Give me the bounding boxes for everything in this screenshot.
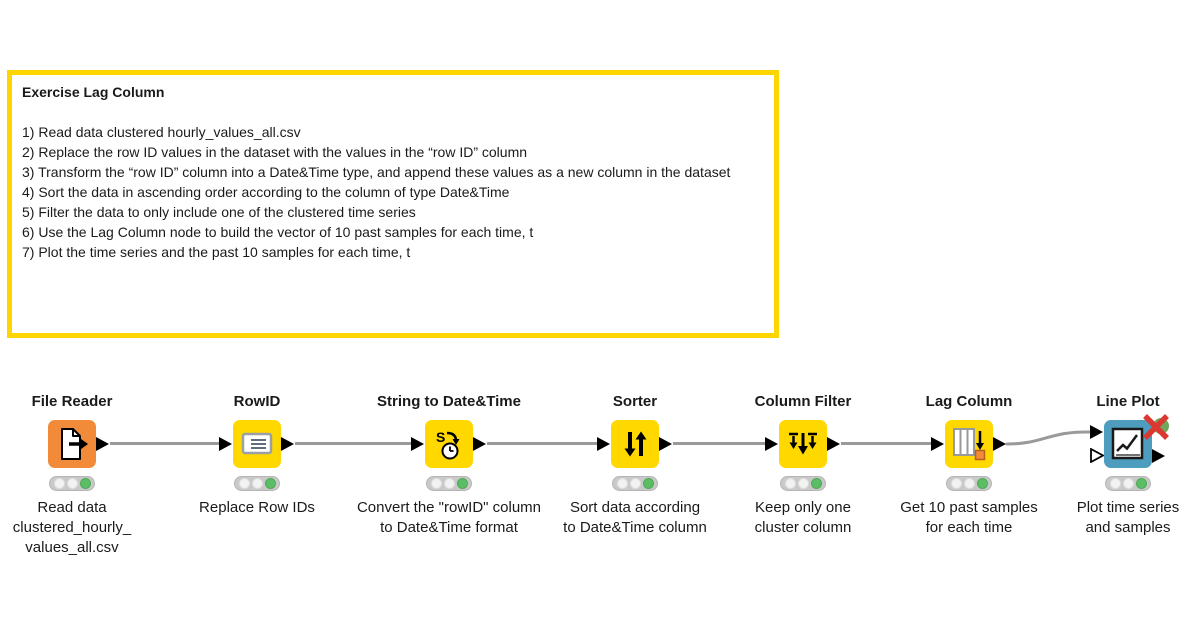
node-string-to-datetime: String to Date&Time S Convert the "rowID… [349,393,549,583]
connection[interactable] [110,442,220,445]
traffic-red [950,478,962,489]
column-filter-icon[interactable] [779,420,827,468]
node-description: Get 10 past samples for each time [900,499,1038,536]
node-description: Read data clustered_hourly_ values_all.c… [12,499,132,556]
traffic-light [612,476,658,491]
annotation-line: 1) Read data clustered hourly_values_all… [22,124,301,140]
output-port[interactable] [96,437,110,451]
traffic-yellow [963,478,975,489]
sorter-icon[interactable] [611,420,659,468]
traffic-light [234,476,280,491]
traffic-green [264,478,276,489]
connection[interactable] [841,442,932,445]
traffic-yellow [443,478,455,489]
connection[interactable] [673,442,766,445]
input-port[interactable] [219,437,233,451]
string-to-datetime-icon[interactable]: S [425,420,473,468]
node-description: Replace Row IDs [199,499,315,516]
rowid-icon[interactable] [233,420,281,468]
node-label: String to Date&Time [377,393,521,410]
node-label: RowID [233,393,281,410]
output-port[interactable] [993,437,1007,451]
output-port[interactable] [659,437,673,451]
traffic-green [79,478,91,489]
input-port[interactable] [931,437,945,451]
traffic-red [616,478,628,489]
annotation-line: 3) Transform the “row ID” column into a … [22,164,731,180]
connection-curved[interactable] [1000,418,1100,452]
node-line-plot: Line Plot Plot time series and samples [1028,393,1200,583]
file-reader-icon[interactable] [48,420,96,468]
traffic-light [1105,476,1151,491]
traffic-red [53,478,65,489]
node-lag-column: Lag Column Get 10 past samples for each … [869,393,1069,583]
node-description: Sort data according to Date&Time column [563,499,707,536]
delete-cross-icon[interactable] [1141,412,1171,442]
node-label: Sorter [612,393,658,410]
traffic-light [780,476,826,491]
traffic-yellow [66,478,78,489]
node-description: Keep only one cluster column [754,499,852,536]
node-label: Line Plot [1096,393,1160,410]
node-description: Plot time series and samples [1076,499,1180,536]
annotation-line: 5) Filter the data to only include one o… [22,204,416,220]
traffic-yellow [629,478,641,489]
traffic-yellow [251,478,263,489]
connection[interactable] [295,442,412,445]
annotation-line: 2) Replace the row ID values in the data… [22,144,528,160]
input-port[interactable] [597,437,611,451]
traffic-yellow [1122,478,1134,489]
annotation-line: 7) Plot the time series and the past 10 … [22,244,411,260]
traffic-light [946,476,992,491]
traffic-red [238,478,250,489]
traffic-light [426,476,472,491]
traffic-red [784,478,796,489]
traffic-green [456,478,468,489]
connection[interactable] [487,442,598,445]
node-file-reader: File Reader Read data clustered_hourly_ … [0,393,172,583]
traffic-green [976,478,988,489]
node-label: Lag Column [925,393,1013,410]
traffic-light [49,476,95,491]
line-plot-icon[interactable] [1104,420,1152,468]
annotation-line: 4) Sort the data in ascending order acco… [22,184,510,200]
node-description: Convert the "rowID" column to Date&Time … [356,499,542,536]
node-sorter: Sorter Sort data according to Date&Time … [535,393,735,583]
traffic-green [810,478,822,489]
node-column-filter: Column Filter Keep only one cluster colu… [703,393,903,583]
traffic-red [1109,478,1121,489]
output-port[interactable] [473,437,487,451]
annotation-title: Exercise Lag Column [22,84,165,100]
traffic-green [1135,478,1147,489]
traffic-red [430,478,442,489]
output-port[interactable] [281,437,295,451]
node-label: File Reader [31,393,113,410]
traffic-green [642,478,654,489]
input-port-optional[interactable] [1090,447,1105,464]
output-port[interactable] [1152,449,1166,463]
node-rowid: RowID Replace Row IDs [157,393,357,583]
output-port[interactable] [827,437,841,451]
input-port[interactable] [765,437,779,451]
annotation-line: 6) Use the Lag Column node to build the … [22,224,534,240]
workflow-annotation[interactable]: Exercise Lag Column 1) Read data cluster… [7,70,779,338]
input-port[interactable] [411,437,425,451]
lag-column-icon[interactable] [945,420,993,468]
svg-text:S: S [436,429,445,445]
node-label: Column Filter [754,393,852,410]
input-port[interactable] [1090,425,1104,439]
traffic-yellow [797,478,809,489]
